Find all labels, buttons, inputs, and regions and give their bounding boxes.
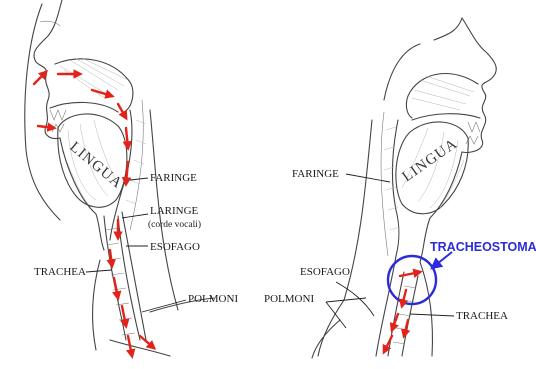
left-trachea-label: TRACHEA xyxy=(34,266,86,278)
tracheostoma-highlight xyxy=(388,252,452,304)
left-laringe-label: LARINGE xyxy=(150,205,199,217)
tracheostoma-circle xyxy=(388,256,436,304)
right-polmoni-leader xyxy=(326,298,366,302)
left-faringe-leader xyxy=(130,178,148,180)
left-laringe-sublabel: (corde vocali) xyxy=(148,219,201,230)
left-trachea-leader xyxy=(86,270,112,272)
left-faringe-label: FARINGE xyxy=(150,172,197,184)
right-polmoni-label: POLMONI xyxy=(264,293,314,305)
right-faringe-label: FARINGE xyxy=(292,168,339,180)
tracheostoma-label: TRACHEOSTOMA xyxy=(430,240,536,254)
right-trachea-label: TRACHEA xyxy=(456,310,508,322)
left-laringe-leader xyxy=(122,214,148,218)
left-polmoni-leader xyxy=(142,300,186,312)
right-head-illustration xyxy=(312,18,496,358)
right-labels: LINGUA FARINGE TRACHEOSTOMA ESOFAGO POLM… xyxy=(264,136,536,328)
right-tongue-label: LINGUA xyxy=(400,136,461,186)
right-esofago-label: ESOFAGO xyxy=(300,266,350,278)
left-polmoni-label: POLMONI xyxy=(188,293,238,305)
left-esofago-label: ESOFAGO xyxy=(150,241,200,253)
tracheostoma-pointer xyxy=(432,252,452,268)
right-faringe-leader xyxy=(346,174,390,182)
